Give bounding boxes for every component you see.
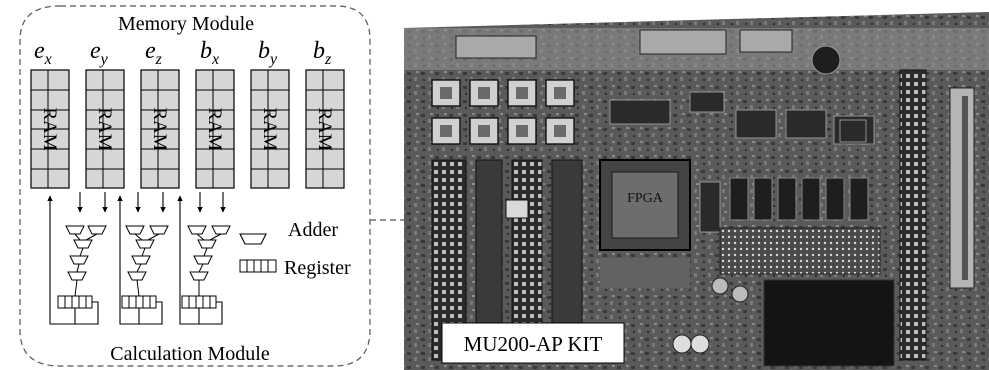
knob-1 — [673, 335, 691, 353]
memory-module-title: Memory Module — [118, 13, 254, 35]
ram-block-bx: RAM — [196, 70, 234, 188]
ram-block-by: RAM — [251, 70, 289, 188]
connector-top-3 — [740, 30, 792, 52]
right-header — [900, 70, 926, 360]
adder-tree-3 — [188, 226, 230, 280]
legend-register-label: Register — [284, 257, 351, 279]
read-arrows — [80, 192, 223, 212]
field-label-ez: ez — [145, 38, 163, 68]
power-block — [764, 280, 894, 366]
register-icon — [240, 260, 276, 272]
calculation-module-title: Calculation Module — [110, 343, 270, 365]
register-2 — [122, 296, 156, 308]
field-label-ey: ey — [90, 38, 109, 68]
svg-text:RAM: RAM — [314, 107, 335, 150]
legend: Adder Register — [240, 219, 351, 279]
svg-text:RAM: RAM — [259, 107, 280, 150]
adder-icon — [240, 234, 266, 244]
fpga-chip: FPGA — [600, 160, 690, 250]
svg-text:RAM: RAM — [149, 107, 170, 150]
adder-tree-2 — [126, 226, 168, 280]
field-labels: ex ey ez bx by bz — [34, 38, 332, 68]
ram-block-ey: RAM — [86, 70, 124, 188]
ram-block-ez: RAM — [141, 70, 179, 188]
register-3 — [182, 296, 216, 308]
fpga-label: FPGA — [627, 191, 664, 206]
field-label-bz: bz — [313, 38, 332, 68]
module-diagram: Memory Module ex ey ez bx by bz RAM — [20, 6, 370, 366]
svg-text:RAM: RAM — [39, 107, 60, 150]
svg-text:RAM: RAM — [204, 107, 225, 150]
adder-tree-1 — [66, 226, 106, 280]
field-label-ex: ex — [34, 38, 52, 68]
ram-blocks: RAM RAM RAM — [31, 70, 344, 188]
connector-top-2 — [640, 30, 726, 54]
register-banks — [58, 296, 216, 308]
field-label-bx: bx — [200, 38, 219, 68]
led-matrix — [720, 228, 880, 274]
board-photo: FPGA MU200 — [404, 12, 989, 370]
ram-block-ex: RAM — [31, 70, 69, 188]
kit-label: MU200-AP KIT — [464, 332, 603, 356]
ram-block-bz: RAM — [306, 70, 344, 188]
connector-top-1 — [456, 36, 536, 58]
legend-adder-label: Adder — [288, 219, 338, 241]
knob-2 — [691, 335, 709, 353]
field-label-by: by — [258, 38, 278, 68]
svg-text:RAM: RAM — [94, 107, 115, 150]
register-1 — [58, 296, 92, 308]
capacitor — [812, 46, 840, 74]
